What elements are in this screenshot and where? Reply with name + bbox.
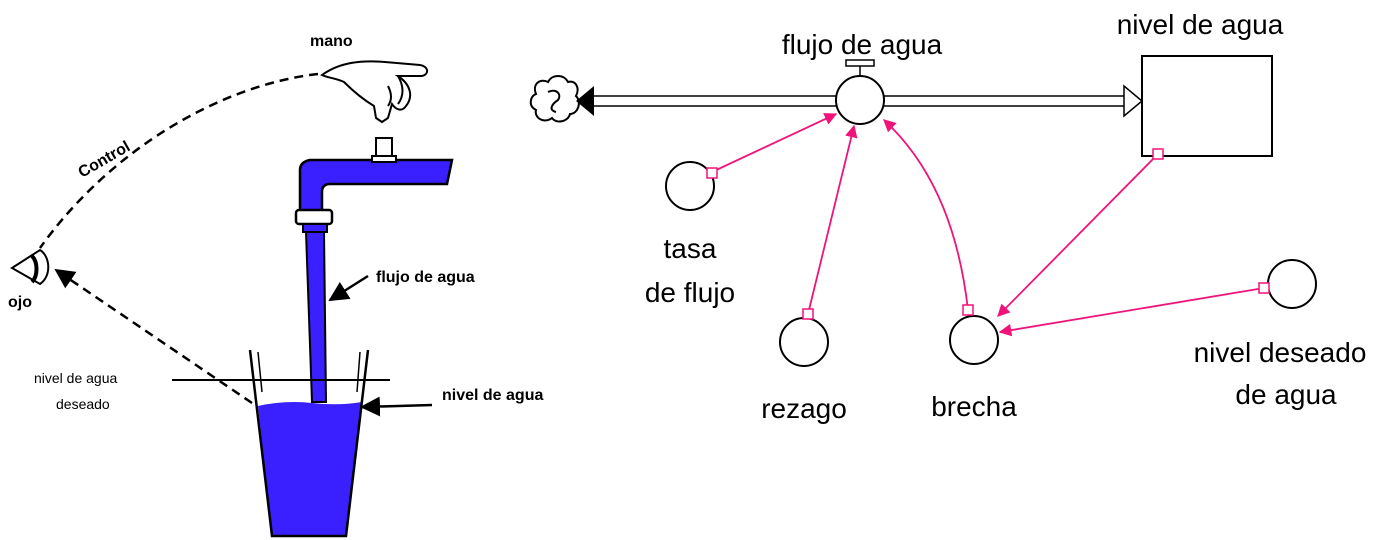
flow-pipe — [576, 84, 1144, 118]
stock-box[interactable] — [1141, 55, 1273, 157]
link-tasa-flow — [711, 113, 838, 173]
flow-name: flujo de agua — [782, 29, 943, 60]
flow-label: flujo de agua — [376, 269, 475, 286]
aux-deseado[interactable] — [1267, 259, 1317, 309]
aux-tasa[interactable] — [665, 161, 715, 211]
deseado-label-2: de agua — [1235, 379, 1337, 410]
level-pointer — [360, 396, 433, 417]
observation-line — [54, 268, 253, 405]
link-stock-brecha — [997, 153, 1159, 317]
level-label: nivel de agua — [442, 387, 543, 404]
tasa-label-2: de flujo — [645, 277, 735, 308]
link-deseado-brecha — [998, 287, 1265, 337]
water-stream — [304, 231, 328, 403]
deseado-label-1: nivel deseado — [1194, 337, 1367, 368]
aux-brecha[interactable] — [949, 315, 999, 365]
links — [711, 113, 1265, 337]
eye-icon — [10, 248, 50, 286]
valve[interactable] — [835, 59, 885, 125]
stock-name: nivel de agua — [1117, 9, 1284, 40]
stock-flow-model: flujo de agua nivel de agua tasa de fluj… — [529, 9, 1367, 424]
faucet-pipe — [294, 137, 454, 233]
tasa-label-1: tasa — [664, 233, 717, 264]
physical-system: mano Control ojo flujo de agua — [8, 33, 543, 538]
cloud-icon — [529, 75, 580, 123]
aux-rezago[interactable] — [779, 317, 829, 367]
glass — [248, 349, 370, 538]
rezago-label: rezago — [761, 393, 847, 424]
flow-pointer — [328, 274, 369, 302]
desired-level-label-1: nivel de agua — [34, 370, 118, 386]
eye-label: ojo — [8, 294, 32, 311]
hand-label: mano — [310, 33, 353, 50]
desired-level-label-2: deseado — [56, 396, 110, 412]
link-rezago-flow — [807, 124, 858, 315]
link-brecha-flow — [883, 119, 969, 311]
hand-icon — [320, 60, 428, 124]
brecha-label: brecha — [931, 391, 1017, 422]
control-arc — [38, 72, 319, 249]
link-tails — [706, 148, 1270, 320]
